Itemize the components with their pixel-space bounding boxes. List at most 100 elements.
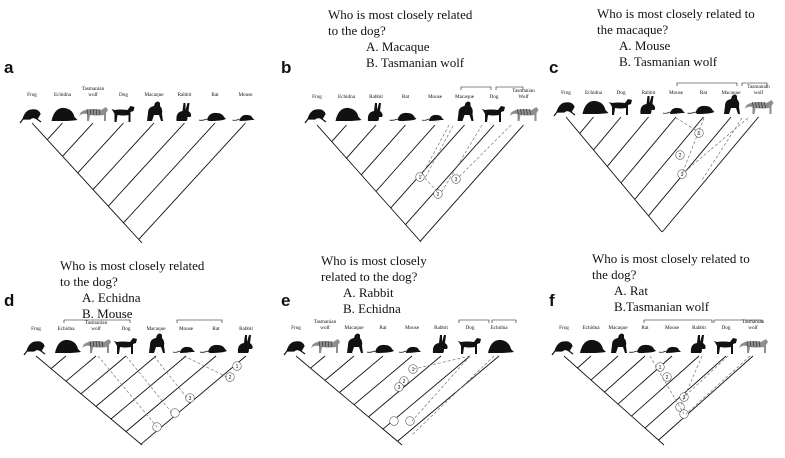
- question-d: Who is most closely related to the dog? …: [60, 258, 204, 322]
- node-circle: [433, 189, 443, 199]
- highlight-path: [675, 117, 700, 133]
- question-b-option-a: A. Macaque: [366, 39, 430, 54]
- tree-branch-rat: [634, 116, 704, 200]
- question-f-option-a: A. Rat: [614, 283, 648, 298]
- taxon-label-dog: Dog: [122, 326, 131, 332]
- tree-branch-macaque: [390, 124, 465, 209]
- macaque-silhouette: [147, 101, 163, 121]
- taxon-label-macaque: Macaque: [144, 92, 164, 98]
- question-d-line2: to the dog?: [60, 274, 118, 289]
- clade-bracket: [460, 86, 492, 90]
- question-d-option-a: A. Echidna: [82, 290, 141, 305]
- tree-branch-dog: [382, 355, 471, 430]
- frog-silhouette: [551, 341, 574, 356]
- node-circle: [225, 372, 235, 382]
- node-number: 2: [437, 192, 440, 198]
- node-number: 1: [698, 131, 701, 137]
- rat-silhouette: [389, 112, 417, 121]
- question-b-option-b: B. Tasmanian wolf: [366, 55, 465, 70]
- tree-branch-tasmanian-wolf: [658, 355, 754, 441]
- node-circle: [675, 150, 685, 160]
- taxon-label-echidna: Echidna: [338, 94, 356, 100]
- node-circle: [399, 376, 409, 386]
- tasmanian-wolf-silhouette: [311, 339, 340, 353]
- tree-spine: [35, 355, 143, 446]
- highlight-path: [440, 124, 483, 194]
- tree-branch-dog: [405, 124, 495, 225]
- clade-bracket: [176, 319, 223, 323]
- tree-branch-rabbit: [107, 122, 185, 207]
- dog-silhouette: [458, 338, 481, 354]
- tree-branch-macaque: [648, 116, 732, 217]
- node-number: 1: [419, 175, 422, 181]
- tree-branch-mouse: [138, 122, 246, 240]
- taxon-label-rabbit: Rabbit: [239, 326, 253, 332]
- node-circle: [405, 416, 415, 426]
- node-number: 1: [236, 364, 239, 370]
- mouse-silhouette: [398, 346, 421, 353]
- dog-silhouette: [482, 106, 505, 122]
- tree-branch-tasmanian-wolf: [661, 116, 759, 233]
- question-e-option-b: B. Echidna: [343, 301, 401, 316]
- node-number: 3: [398, 385, 401, 391]
- highlight-path: [420, 124, 450, 178]
- tree-branch-macaque: [324, 355, 355, 381]
- echidna-silhouette: [488, 339, 514, 353]
- tree-branch-echidna: [579, 116, 594, 134]
- tree-branch-tasmanian-wolf: [310, 355, 326, 369]
- question-f-option-b: B.Tasmanian wolf: [614, 299, 710, 314]
- taxon-label-tasmanian-wolf: Wolf: [518, 93, 529, 100]
- taxon-label-frog: Frog: [561, 90, 571, 96]
- taxon-label-rat: Rat: [402, 94, 410, 100]
- question-c-option-a: A. Mouse: [619, 38, 671, 53]
- taxon-label-frog: Frog: [559, 325, 569, 331]
- highlight-path: [679, 355, 703, 408]
- taxon-label-tasmanian-wolf: wolf: [320, 324, 330, 331]
- question-b-line1: Who is most closely related: [328, 7, 473, 22]
- taxon-label-macaque: Macaque: [608, 325, 628, 331]
- tree-branch-macaque: [92, 122, 155, 190]
- taxon-label-dog: Dog: [119, 92, 128, 98]
- taxon-label-frog: Frog: [312, 94, 322, 100]
- highlight-path: [125, 355, 173, 414]
- taxon-label-frog: Frog: [291, 325, 301, 331]
- taxon-label-tasmanian-wolf: Tasmanian: [512, 88, 535, 94]
- highlight-path: [683, 355, 729, 398]
- echidna-silhouette: [580, 339, 606, 353]
- mouse-silhouette: [658, 346, 681, 353]
- mouse-silhouette: [662, 107, 685, 114]
- dog-silhouette: [114, 338, 137, 354]
- frog-silhouette: [304, 109, 327, 124]
- tree-spine: [295, 355, 403, 446]
- highlight-path: [411, 355, 495, 436]
- tasmanian-wolf-silhouette: [82, 339, 111, 353]
- echidna-silhouette: [51, 107, 78, 121]
- macaque-silhouette: [149, 333, 165, 353]
- tree-branch-rabbit: [346, 124, 377, 159]
- highlight-path: [424, 125, 454, 179]
- frog-silhouette: [19, 109, 42, 124]
- frog-silhouette: [23, 341, 46, 356]
- taxon-label-tasmanian-wolf: Tasmanian: [82, 86, 105, 92]
- taxon-label-mouse: Mouse: [405, 325, 420, 331]
- macaque-silhouette: [457, 101, 474, 121]
- taxon-label-mouse: Mouse: [179, 326, 194, 332]
- tree-branch-macaque: [95, 355, 157, 407]
- tree-spine: [565, 116, 663, 233]
- dog-silhouette: [111, 106, 135, 122]
- panel-letter-b: b: [281, 58, 292, 77]
- tree-branch-mouse: [353, 355, 413, 406]
- tree-branch-echidna: [577, 355, 592, 369]
- taxon-label-tasmanian-wolf: wolf: [748, 324, 758, 331]
- dog-silhouette: [714, 338, 737, 354]
- node-number: 2: [403, 379, 406, 385]
- highlight-path: [701, 117, 743, 181]
- tree-branch-mouse: [110, 355, 187, 420]
- taxon-label-mouse: Mouse: [428, 94, 443, 100]
- clade-bracket: [676, 82, 738, 86]
- taxon-label-tasmanian-wolf: Tasmanian: [314, 319, 337, 325]
- rabbit-silhouette: [176, 103, 192, 121]
